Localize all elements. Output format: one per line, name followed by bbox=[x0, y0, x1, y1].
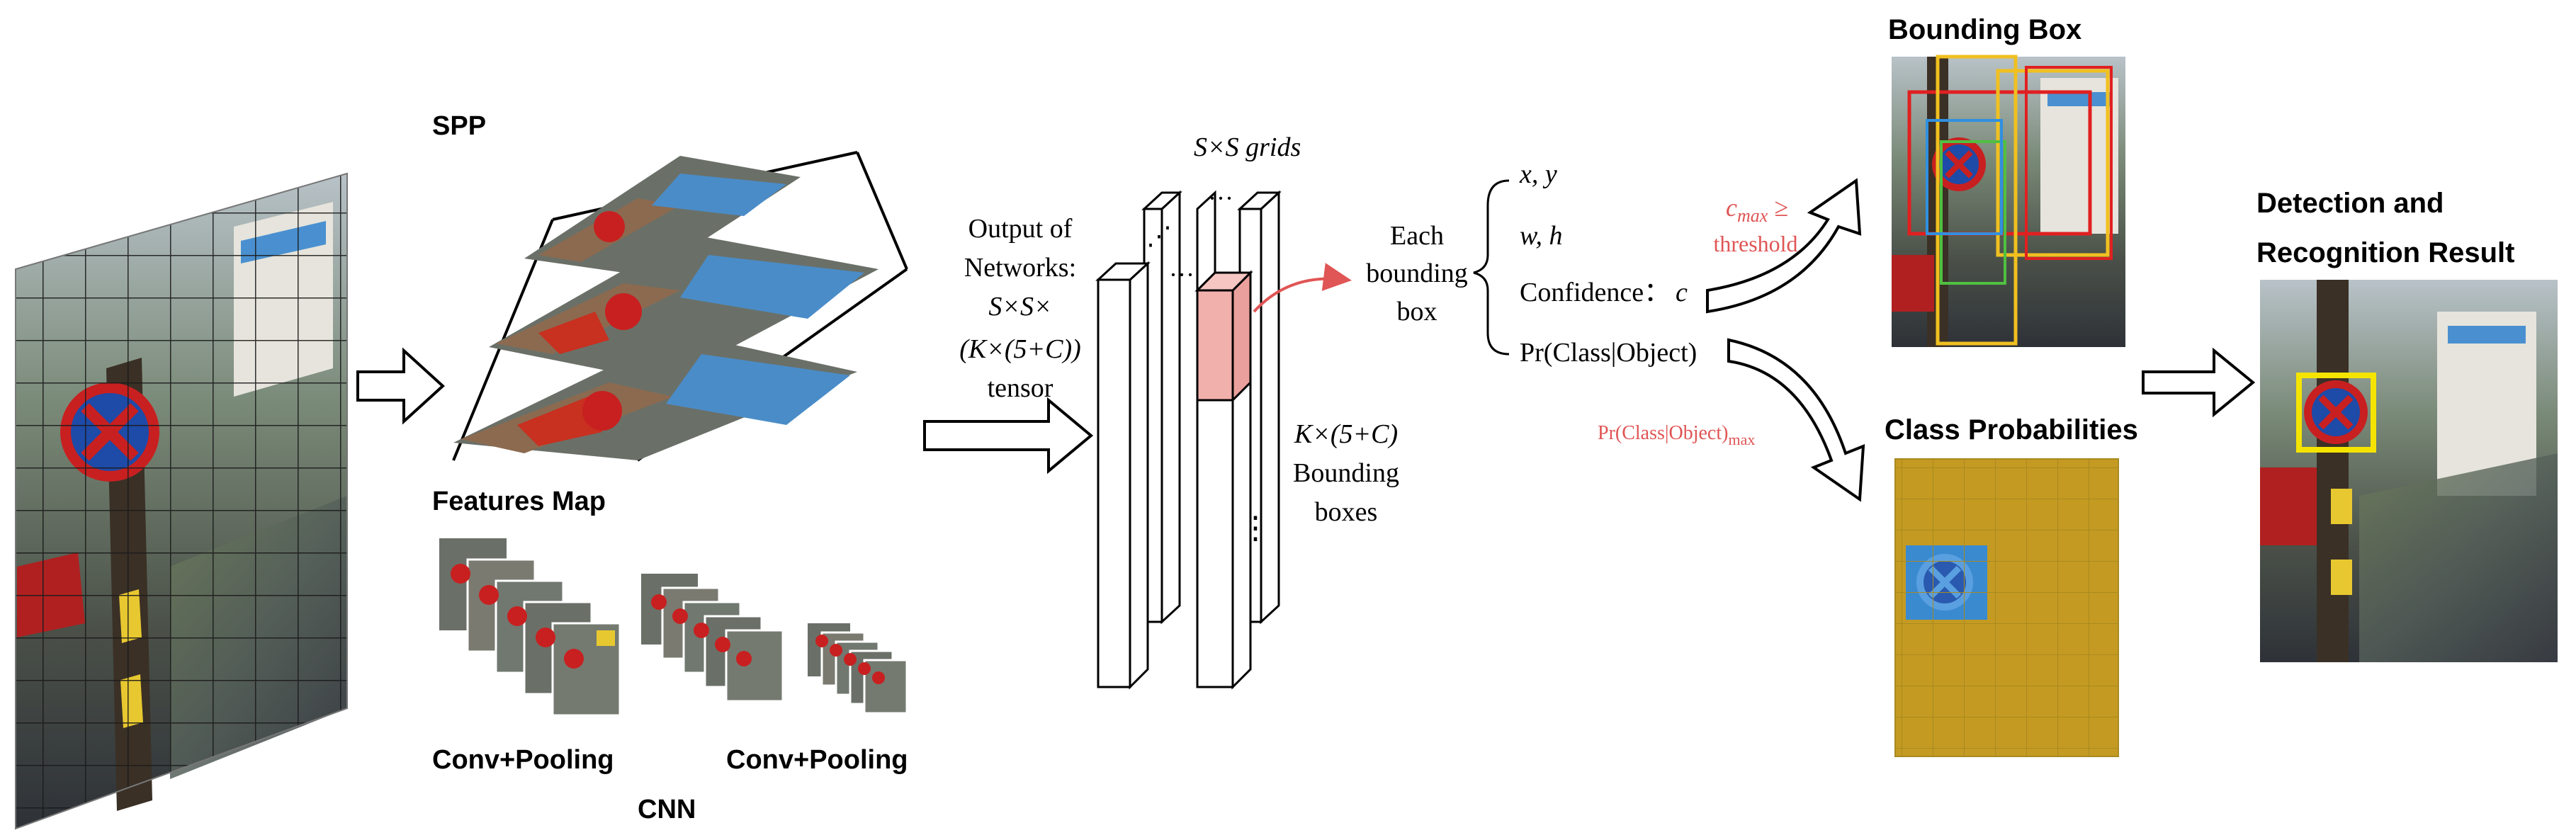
output-line-3: S×S× bbox=[988, 292, 1051, 322]
cnn-label: CNN bbox=[638, 795, 696, 824]
attr-wh: w, h bbox=[1520, 221, 1563, 251]
output-description: Output of Networks: S×S× (K×(5+C)) tenso… bbox=[959, 214, 1081, 403]
class-prob-title: Class Probabilities bbox=[1885, 414, 2138, 445]
output-line-2: Networks: bbox=[964, 253, 1076, 283]
cmax-c: c bbox=[1726, 193, 1737, 222]
each-line-1: Each bbox=[1390, 221, 1444, 251]
arrow-to-class-prob bbox=[1727, 338, 1865, 502]
svg-text:cmax ≥: cmax ≥ bbox=[1726, 193, 1788, 226]
kboxes-label: K×(5+C) Bounding boxes bbox=[1293, 419, 1399, 527]
result-image bbox=[2260, 280, 2558, 662]
grids-label: S×S grids bbox=[1194, 132, 1301, 162]
kboxes-line-3: boxes bbox=[1315, 497, 1378, 527]
pr-max-sub: max bbox=[1728, 431, 1755, 448]
pr-max-label: Pr(Class|Object)max bbox=[1598, 422, 1755, 448]
arrow-to-spp bbox=[356, 347, 445, 425]
spp-pyramid bbox=[452, 151, 908, 462]
each-line-3: box bbox=[1397, 297, 1437, 327]
attribute-brace bbox=[1473, 179, 1510, 356]
class-prob-image bbox=[1894, 458, 2119, 757]
cmax-sub: max bbox=[1737, 205, 1768, 226]
arrow-to-bounding-box bbox=[1706, 178, 1862, 314]
dots-horizontal-top: ··· bbox=[1208, 184, 1233, 212]
dots-diagonal: ⋰ bbox=[1146, 222, 1172, 250]
tensor-columns bbox=[1095, 190, 1282, 690]
pr-max-text: Pr(Class|Object) bbox=[1598, 422, 1728, 444]
attr-pr: Pr(Class|Object) bbox=[1520, 338, 1697, 368]
attr-confidence: Confidence： bbox=[1520, 278, 1671, 307]
output-line-1: Output of bbox=[968, 214, 1073, 244]
kboxes-line-2: Bounding bbox=[1293, 458, 1399, 488]
threshold-label: cmax ≥ threshold bbox=[1713, 193, 1797, 256]
threshold-text: threshold bbox=[1713, 231, 1797, 256]
spp-label: SPP bbox=[432, 111, 486, 141]
attr-xy: x, y bbox=[1519, 159, 1557, 189]
arrow-to-result bbox=[2142, 347, 2256, 418]
arrow-to-tensor bbox=[923, 397, 1094, 475]
bounding-box-title: Bounding Box bbox=[1888, 14, 2081, 45]
attr-c: c bbox=[1676, 278, 1688, 307]
each-bounding-box-label: Each bounding box bbox=[1366, 221, 1468, 327]
each-line-2: bounding bbox=[1366, 259, 1468, 288]
output-line-5: tensor bbox=[988, 373, 1053, 403]
highlight-arrow bbox=[1253, 263, 1352, 313]
dots-horizontal-mid: ··· bbox=[1169, 261, 1194, 289]
kboxes-line-1: K×(5+C) bbox=[1294, 419, 1398, 449]
dots-vertical: ⋮ bbox=[1240, 511, 1271, 545]
conv-pooling-label-2: Conv+Pooling bbox=[726, 745, 908, 775]
result-line-2: Recognition Result bbox=[2256, 237, 2514, 268]
feature-maps-stack-2 bbox=[641, 574, 784, 703]
conv-pooling-label-1: Conv+Pooling bbox=[432, 745, 614, 775]
result-line-1: Detection and bbox=[2256, 188, 2444, 219]
features-map-label: Features Map bbox=[432, 487, 606, 516]
attribute-list: x, y w, h Confidence： c Pr(Class|Object) bbox=[1519, 159, 1697, 368]
cmax-ge: ≥ bbox=[1768, 193, 1788, 222]
feature-maps-stack-3 bbox=[808, 623, 908, 715]
bounding-box-image bbox=[1892, 55, 2125, 347]
input-image bbox=[15, 172, 348, 830]
output-line-4: (K×(5+C)) bbox=[959, 334, 1081, 364]
feature-maps-stack-1 bbox=[439, 538, 621, 717]
result-title: Detection and Recognition Result bbox=[2256, 188, 2514, 268]
